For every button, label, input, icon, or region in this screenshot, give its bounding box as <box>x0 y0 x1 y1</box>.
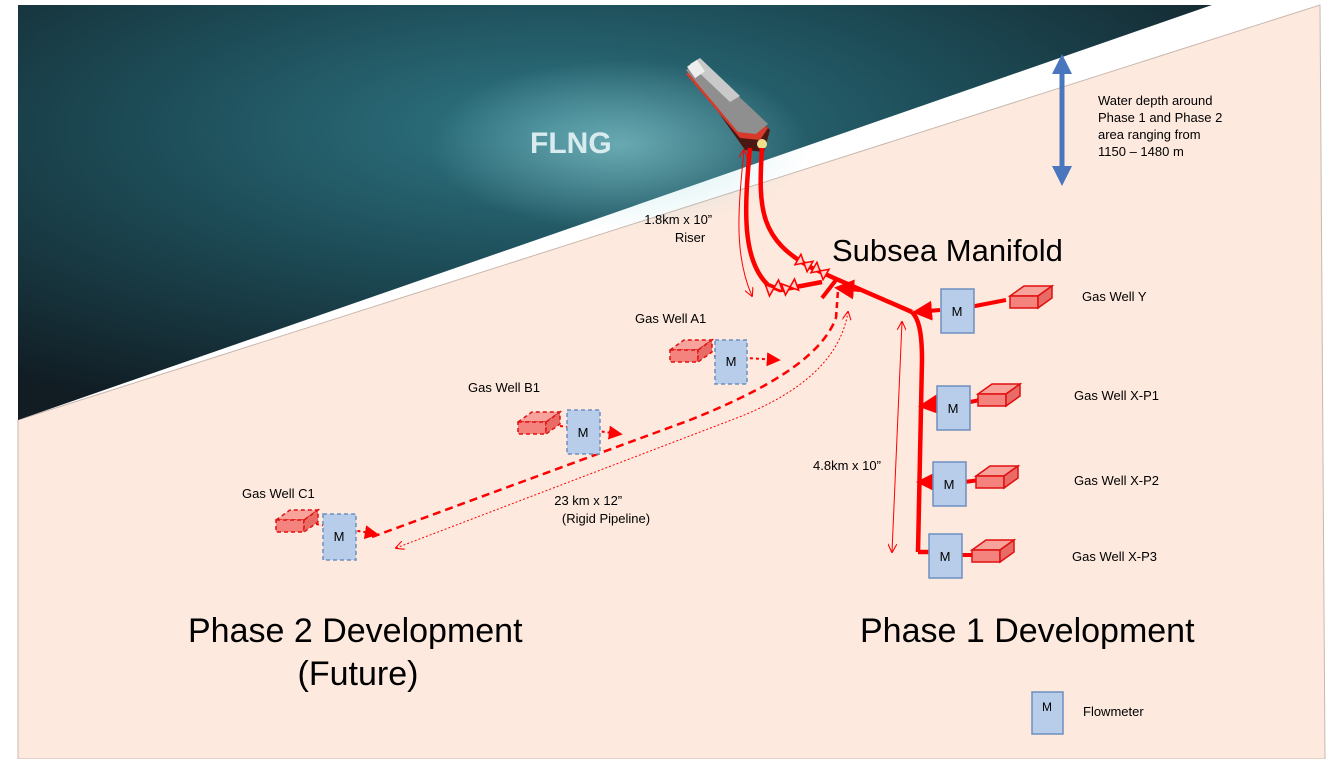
flowmeter: M <box>714 339 748 385</box>
flowmeter: M <box>566 409 601 455</box>
well-label-b1: Gas Well B1 <box>468 380 540 395</box>
well-label-xp2: Gas Well X-P2 <box>1074 473 1159 488</box>
well-label-c1: Gas Well C1 <box>242 486 315 501</box>
riser-label-line: Riser <box>675 230 706 245</box>
flowmeter-symbol: M <box>334 529 345 544</box>
depth-note-line: area ranging from <box>1098 127 1201 142</box>
flowmeter-symbol: M <box>726 354 737 369</box>
flowmeter: M <box>932 461 967 507</box>
legend: M Flowmeter <box>1031 691 1144 735</box>
well-label-xp1: Gas Well X-P1 <box>1074 388 1159 403</box>
riser-length-arrow <box>738 150 752 296</box>
manifold-branch <box>834 279 861 300</box>
well-jumper <box>969 298 1007 309</box>
flowmeter-symbol: M <box>944 477 955 492</box>
flng-ship-icon <box>686 58 770 152</box>
depth-note-line: 1150 – 1480 m <box>1098 144 1184 159</box>
depth-note-line: Water depth around <box>1098 93 1212 108</box>
manifold-branch <box>820 278 838 300</box>
flowmeter: M <box>940 288 975 334</box>
legend-label: Flowmeter <box>1083 704 1144 719</box>
pipeline-label-line: 23 km x 12” <box>554 493 622 508</box>
flowmeter: M <box>936 385 971 431</box>
phase1-title: Phase 1 Development <box>860 612 1195 650</box>
riser-label: 1.8km x 10” Riser <box>644 212 716 245</box>
flowmeter: M <box>322 513 357 561</box>
production-riser <box>758 147 913 315</box>
depth-note-line: Phase 1 and Phase 2 <box>1098 110 1222 125</box>
flowmeter-symbol: M <box>948 401 959 416</box>
pipeline-length-arrow <box>396 312 848 548</box>
flowmeter-symbol: M <box>940 549 951 564</box>
flowmeter-symbol: M <box>952 304 963 319</box>
legend-flowmeter-symbol-box <box>1031 691 1064 735</box>
phase2-title: Phase 2 Development (Future) <box>188 612 532 693</box>
flowmeter: M <box>928 533 963 579</box>
flowmeter-symbol: M <box>578 425 589 440</box>
well-label-y: Gas Well Y <box>1082 289 1147 304</box>
well-label-a1: Gas Well A1 <box>635 311 706 326</box>
legend-symbol: M <box>1042 700 1052 714</box>
phase2-title-line: (Future) <box>298 655 419 693</box>
well-jumper <box>912 300 941 321</box>
pipeline-label: 23 km x 12” (Rigid Pipeline) <box>554 493 650 526</box>
riser-label-line: 1.8km x 10” <box>644 212 712 227</box>
depth-note: Water depth around Phase 1 and Phase 2 a… <box>1098 93 1226 159</box>
flng-label: FLNG <box>530 127 612 160</box>
phase1-length-arrow <box>892 322 902 552</box>
pipeline-label-line: (Rigid Pipeline) <box>562 511 650 526</box>
phase2-title-line: Phase 2 Development <box>188 612 523 650</box>
manifold-label: Subsea Manifold <box>832 233 1063 268</box>
phase1-length-label: 4.8km x 10” <box>813 458 881 473</box>
well-label-xp3: Gas Well X-P3 <box>1072 549 1157 564</box>
